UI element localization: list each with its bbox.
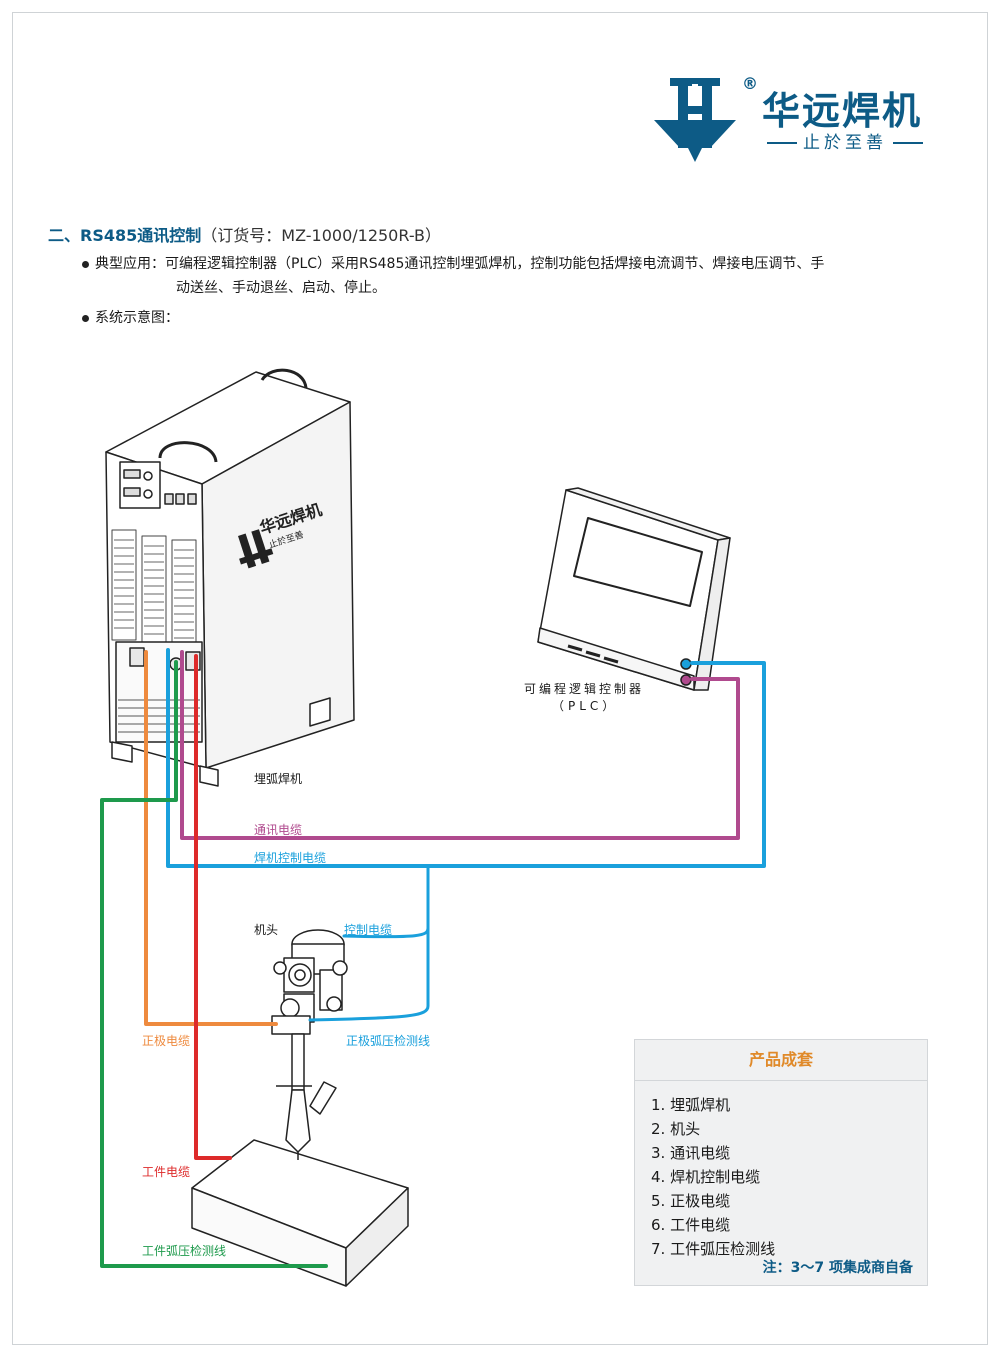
machine-badge <box>238 529 274 569</box>
page-frame <box>12 12 988 1345</box>
brand-logo: ® 华远焊机 止於至善 <box>650 70 950 166</box>
application-text-1: 可编程逻辑控制器（PLC）采用RS485通讯控制埋弧焊机，控制功能包括焊接电流调… <box>165 256 825 272</box>
section-title-text: RS485通讯控制 <box>80 226 202 245</box>
kit-list: 1. 埋弧焊机 2. 机头 3. 通讯电缆 4. 焊机控制电缆 5. 正极电缆 … <box>651 1093 927 1261</box>
application-text-2: 动送丝、手动退丝、启动、停止。 <box>176 280 386 296</box>
list-item: 5. 正极电缆 <box>651 1192 731 1210</box>
list-item: 4. 焊机控制电缆 <box>651 1168 761 1186</box>
logo-mark-icon <box>654 78 736 162</box>
welding-machine-illustration <box>105 368 355 787</box>
diagram-label: 系统示意图： <box>95 310 179 326</box>
work-sense-label: 工件弧压检测线 <box>142 1244 227 1258</box>
comm-cable-label: 通讯电缆 <box>254 823 303 837</box>
welder-control-cable-label: 焊机控制电缆 <box>254 851 327 865</box>
diagram-bullet: 系统示意图： <box>82 306 179 330</box>
section-ordinal: 二、 <box>48 226 81 245</box>
positive-cable-label: 正极电缆 <box>142 1034 191 1048</box>
list-item: 3. 通讯电缆 <box>651 1144 731 1162</box>
welder-label: 埋弧焊机 <box>254 772 303 786</box>
head-label: 机头 <box>254 923 279 937</box>
logo-slogan: 止於至善 <box>760 128 930 153</box>
bullet-dot-icon <box>82 260 89 268</box>
plc-illustration <box>537 487 731 691</box>
work-cable-label: 工件电缆 <box>142 1165 191 1179</box>
welding-head-illustration <box>271 929 348 1160</box>
positive-sense-label: 正极弧压检测线 <box>346 1034 431 1048</box>
kit-note: 注：3～7 项集成商自备 <box>762 1260 913 1276</box>
plc-sub-label: （PLC） <box>552 699 619 713</box>
application-bullet: 典型应用：可编程逻辑控制器（PLC）采用RS485通讯控制埋弧焊机，控制功能包括… <box>82 252 942 300</box>
control-cable-label: 控制电缆 <box>344 923 393 937</box>
bullet-dot-icon <box>82 314 89 322</box>
list-item: 2. 机头 <box>651 1120 701 1138</box>
logo-name: 华远焊机 <box>762 89 923 133</box>
kit-title: 产品成套 <box>635 1040 927 1081</box>
order-number: （订货号：MZ-1000/1250R-B） <box>201 226 442 245</box>
list-item: 7. 工件弧压检测线 <box>651 1240 776 1258</box>
section-title: 二、RS485通讯控制（订货号：MZ-1000/1250R-B） <box>48 222 441 246</box>
application-label: 典型应用： <box>95 256 165 272</box>
product-kit-box: 产品成套 1. 埋弧焊机 2. 机头 3. 通讯电缆 4. 焊机控制电缆 5. … <box>634 1039 928 1286</box>
plc-label: 可编程逻辑控制器 <box>524 682 645 696</box>
registered-mark: ® <box>742 74 758 93</box>
workpiece-illustration <box>191 1139 409 1287</box>
list-item: 1. 埋弧焊机 <box>651 1096 731 1114</box>
list-item: 6. 工件电缆 <box>651 1216 731 1234</box>
